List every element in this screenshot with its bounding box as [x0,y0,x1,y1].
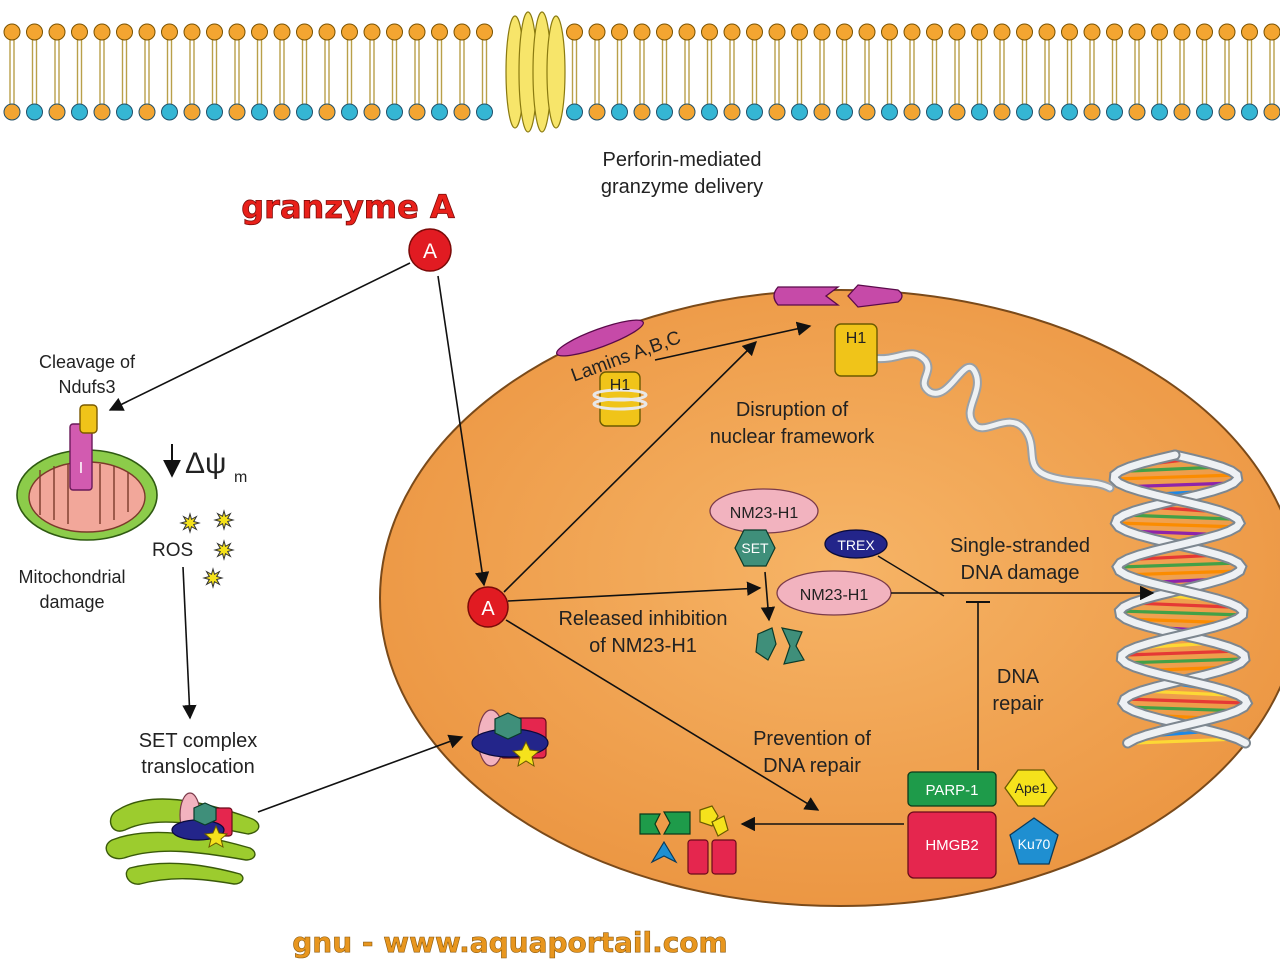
arrow-set-cleaved [760,571,776,622]
mitochondrial-damage-line1: Mitochondrial [18,567,125,587]
trex-enzyme: TREX [824,529,888,559]
ss-damage-line1: Single-stranded [950,535,1090,557]
diagram-title: granzyme A [241,188,455,226]
cell-membrane: Perforin-mediated granzyme delivery [3,11,1280,198]
prevention-line2: DNA repair [763,755,861,777]
set-complex-nuclear [471,709,549,768]
complex-i-label: I [79,460,83,477]
h1-label-intact: H1 [610,377,631,394]
disruption-line1: Disruption of [736,399,849,421]
parp1-protein [907,771,997,807]
endoplasmic-reticulum [105,792,260,885]
released-line2: of NM23-H1 [589,635,697,657]
cleavage-line2: Ndufs3 [58,377,115,397]
ros-label: ROS [152,540,193,561]
ndufs3-subunit [79,404,98,434]
delta-psi: Δψ [185,447,226,480]
lipid-bilayer [3,23,1280,121]
histone-h1-released: H1 [834,323,1115,493]
ros-star-icon [179,512,201,534]
set-complex-line1: SET complex [139,730,258,752]
trex-connector [877,555,945,597]
dna-repair-line2: repair [992,693,1043,715]
granzyme-a-enzyme-nuclear: A [467,586,509,628]
arrow-er-to-nucleus [257,734,464,813]
membrane-caption-line2: granzyme delivery [601,176,763,198]
ku70-label: Ku70 [1018,836,1051,852]
dna-repair-line1: DNA [997,666,1040,688]
nm23-label-free: NM23-H1 [800,587,869,604]
membrane-potential-drop: Δψ m [163,444,247,486]
arrow-to-mitochondria [108,262,411,411]
hmgb2-label: HMGB2 [925,837,978,854]
arrow-lamins-cleaved [654,321,812,361]
dna-repair-complex: PARP-1 HMGB2 Ape1 Ku70 [907,769,1059,879]
perforin-pore [505,11,566,133]
ros-star-icon [213,539,235,561]
ku70-protein [1009,817,1059,865]
h1-label-released: H1 [846,330,867,347]
enzyme-symbol-nuclear: A [481,598,495,620]
released-line1: Released inhibition [558,608,727,630]
ros-star-icon [202,567,224,589]
ss-damage-line2: DNA damage [961,562,1080,584]
enzyme-symbol-top: A [423,240,437,263]
histone-h1-intact: H1 [592,371,648,427]
mitochondrial-damage-line2: damage [39,592,104,612]
parp1-label: PARP-1 [925,782,978,799]
dna-double-helix [1108,449,1254,749]
ros-group: ROS [152,509,235,589]
arrow-ros-to-set [182,566,197,720]
granzyme-a-enzyme-top: A [408,228,452,272]
ape1-protein [1004,769,1058,807]
cleavage-line1: Cleavage of [39,352,136,372]
ros-star-icon [213,509,235,531]
arrow-to-dna-repair [505,619,820,811]
mitochondrion: Cleavage of Ndufs3 I Mitochondrial damag… [16,352,158,612]
membrane-caption-line1: Perforin-mediated [603,149,762,171]
arrow-to-nm23 [507,581,762,602]
cleaved-set [755,627,805,665]
arrow-to-nuclear-granzyme [437,275,490,587]
prevention-line1: Prevention of [753,728,871,750]
hmgb2-protein [907,811,997,879]
nm23-free: NM23-H1 [776,570,892,616]
cleaved-lamins [773,284,903,308]
ros-stars [179,509,235,589]
delta-psi-subscript: m [234,469,247,486]
trex-label: TREX [837,537,875,553]
set-complex-line2: translocation [141,756,254,778]
arrow-to-nuclear-framework [503,340,758,593]
ape1-label: Ape1 [1015,780,1048,796]
cleaved-repair-proteins [639,805,737,875]
disruption-line2: nuclear framework [710,426,876,448]
set-label: SET [741,540,769,556]
nm23-set-complex: NM23-H1 SET [709,488,819,567]
nm23-label-top: NM23-H1 [730,505,799,522]
watermark: gnu - www.aquaportail.com [292,926,727,959]
complex-i [69,423,93,491]
